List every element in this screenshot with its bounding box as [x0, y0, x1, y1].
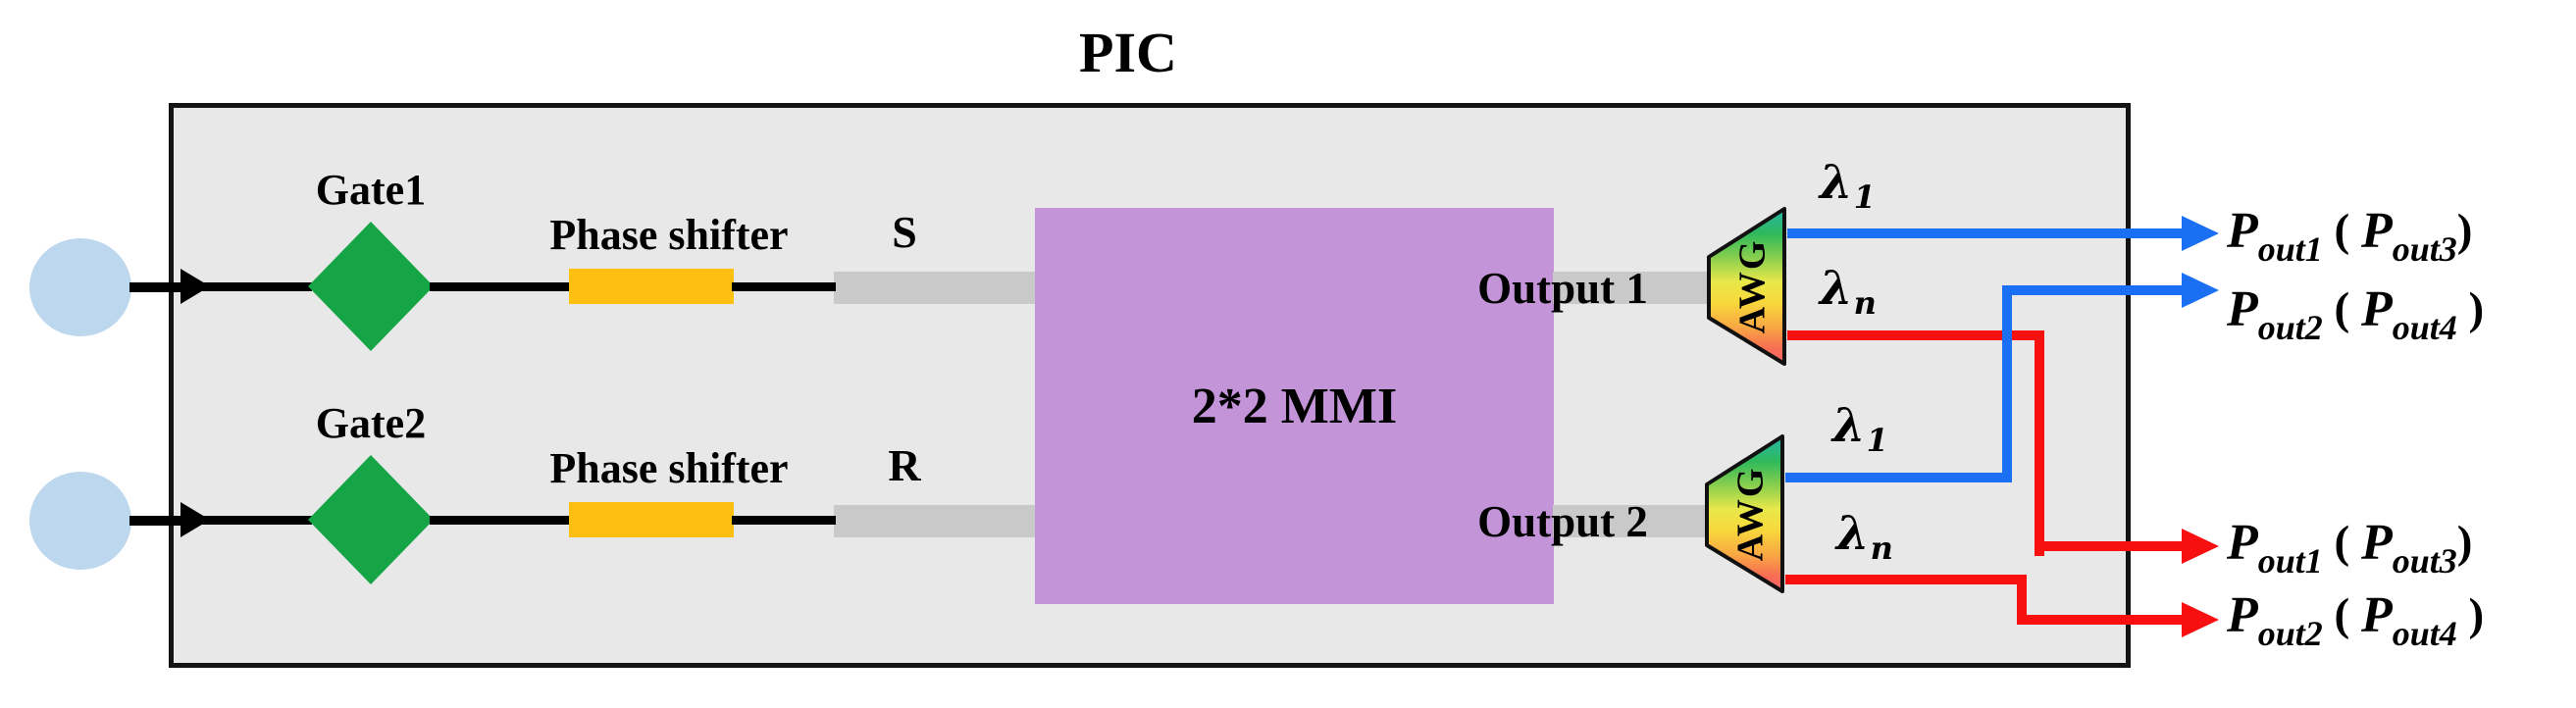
wire-row1-a: [186, 282, 312, 291]
mmi-coupler: 2*2 MMI: [1035, 208, 1554, 604]
waveguide-r: [834, 505, 1036, 537]
lambda1-top-label: λ1: [1820, 155, 1876, 216]
awg2-shape: [1705, 434, 1784, 593]
red2-arrowhead: [2182, 602, 2219, 637]
phase-shifter-1: [569, 269, 734, 304]
blue1-arrowhead: [2182, 216, 2219, 251]
blue2-arrowhead: [2182, 273, 2219, 308]
wire-row2-a: [186, 516, 312, 525]
wire-row2-c: [732, 516, 836, 525]
waveguide-output1: [1553, 272, 1707, 304]
output2-label: Output 2: [1477, 497, 1648, 546]
gate1-label: Gate1: [315, 166, 427, 214]
awg1-label: AWG: [1731, 238, 1774, 334]
blue2-line-top: [2007, 285, 2182, 295]
red1-line-vertical: [2035, 330, 2044, 556]
wire-row1-c: [732, 282, 836, 291]
red2-line-bottom: [2022, 615, 2182, 625]
wire-row1-b: [430, 282, 571, 291]
blue1-line: [1787, 228, 2184, 238]
input-arrow-1-line: [129, 282, 180, 292]
input-arrow-2-line: [129, 516, 180, 526]
input-fiber-1: [29, 238, 131, 336]
awg1-shape: [1707, 207, 1786, 366]
figure-title: PIC: [1079, 21, 1177, 84]
phase-shifter-2: [569, 502, 734, 537]
phase-shifter-2-label: Phase shifter: [549, 444, 789, 492]
red1-line-bottom: [2039, 541, 2182, 551]
port-s-label: S: [892, 207, 917, 257]
input-fiber-2: [29, 472, 131, 570]
gate2-label: Gate2: [315, 399, 427, 447]
red2-line-vertical: [2017, 575, 2027, 625]
wire-row2-b: [430, 516, 571, 525]
output1-label: Output 1: [1477, 264, 1648, 313]
lambdan-top-label: λn: [1820, 261, 1877, 322]
waveguide-s: [834, 272, 1036, 304]
awg2-label: AWG: [1729, 466, 1772, 562]
awg2-text-wrap: AWG: [1705, 433, 1785, 594]
mmi-label: 2*2 MMI: [1191, 378, 1398, 434]
red1-line-top: [1787, 330, 2044, 340]
red1-arrowhead: [2182, 529, 2219, 564]
blue2-line-bottom: [1785, 473, 2012, 482]
phase-shifter-1-label: Phase shifter: [549, 211, 789, 259]
awg1-text-wrap: AWG: [1707, 206, 1787, 367]
red2-line-top: [1785, 575, 2027, 584]
lambdan-bottom-label: λn: [1836, 506, 1893, 567]
port-r-label: R: [888, 440, 921, 490]
lambda1-bottom-label: λ1: [1832, 398, 1888, 459]
blue2-line-vertical: [2002, 285, 2012, 482]
waveguide-output2: [1553, 505, 1707, 537]
